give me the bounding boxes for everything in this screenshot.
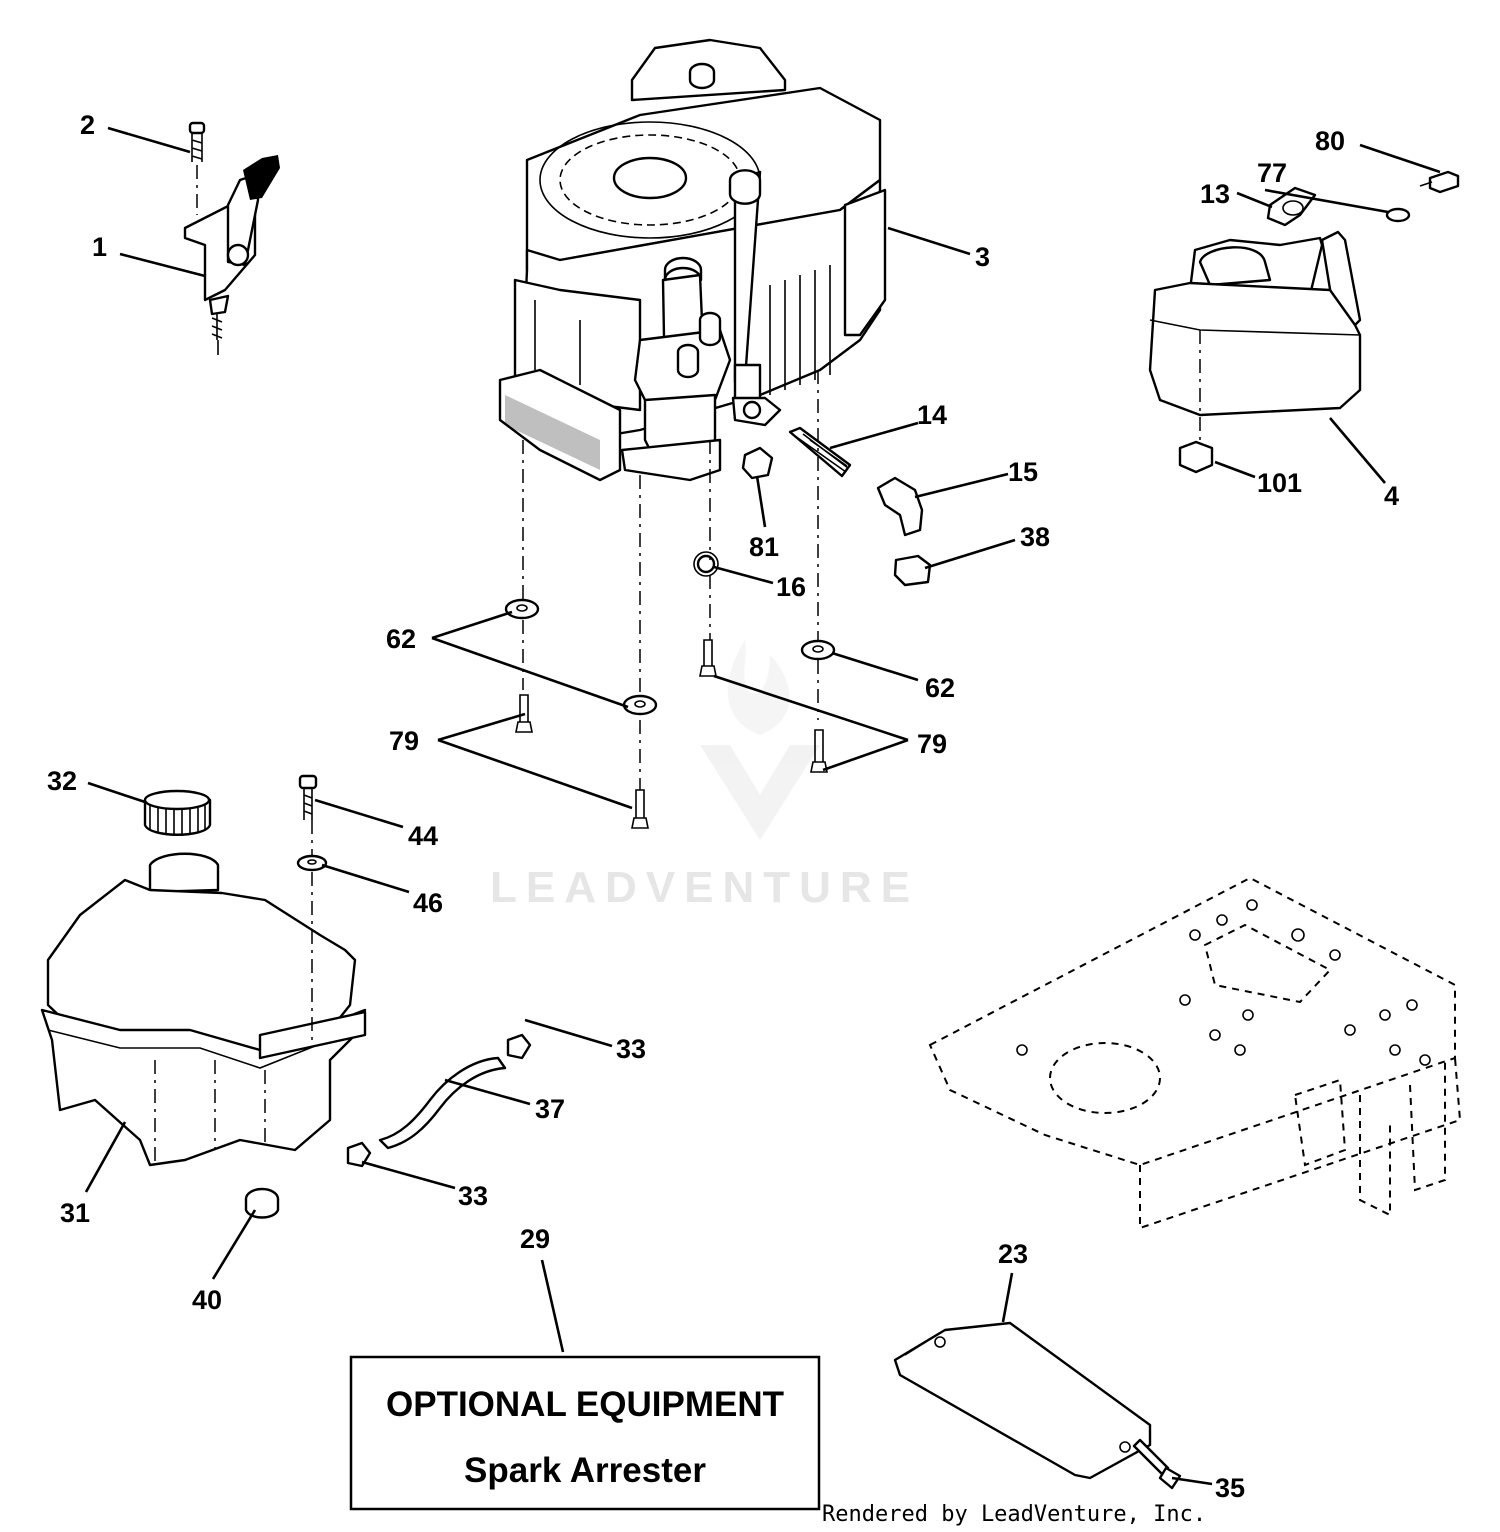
- callout-62-right: 62: [925, 673, 955, 703]
- optional-equipment-title: OPTIONAL EQUIPMENT: [386, 1385, 784, 1424]
- leader-lines: [84, 126, 1441, 1486]
- engine-illustration: [498, 38, 887, 482]
- callout-33-top: 33: [616, 1034, 646, 1064]
- muffler-illustration: [1148, 170, 1460, 474]
- callout-4: 4: [1384, 481, 1399, 511]
- callout-77: 77: [1257, 158, 1287, 188]
- callout-1: 1: [92, 232, 107, 262]
- callout-33-bottom: 33: [458, 1181, 488, 1211]
- callout-labels: 1 2 3 4 13 14 15 16 23 29 31 32 33 33 35…: [47, 110, 1399, 1503]
- callout-23: 23: [998, 1239, 1028, 1269]
- callout-81: 81: [749, 532, 779, 562]
- callout-101: 101: [1257, 468, 1302, 498]
- callout-38: 38: [1020, 522, 1050, 552]
- fuel-line-illustration: [346, 1033, 532, 1168]
- render-credit: Rendered by LeadVenture, Inc.: [822, 1502, 1207, 1527]
- callout-46: 46: [413, 888, 443, 918]
- callout-79-left: 79: [389, 726, 419, 756]
- callout-15: 15: [1008, 457, 1038, 487]
- callout-79-right: 79: [917, 729, 947, 759]
- throttle-control-illustration: [183, 121, 280, 355]
- callout-40: 40: [192, 1285, 222, 1315]
- frame-illustration: [928, 876, 1462, 1230]
- callout-35: 35: [1215, 1473, 1245, 1503]
- callout-44: 44: [408, 821, 438, 851]
- callout-37: 37: [535, 1094, 565, 1124]
- watermark-text: LEADVENTURE: [490, 863, 919, 912]
- callout-32: 32: [47, 766, 77, 796]
- fuel-fitting-illustration: [693, 426, 932, 587]
- callout-2: 2: [80, 110, 95, 140]
- callout-29: 29: [520, 1224, 550, 1254]
- spark-arrester-illustration: [893, 1321, 1182, 1490]
- optional-equipment-box: [349, 1355, 821, 1511]
- callout-80: 80: [1315, 126, 1345, 156]
- fuel-tank-illustration: [40, 774, 367, 1219]
- callout-13: 13: [1200, 179, 1230, 209]
- callout-62-left: 62: [386, 624, 416, 654]
- callout-3: 3: [975, 242, 990, 272]
- watermark-logo: [700, 640, 820, 840]
- callout-16: 16: [776, 572, 806, 602]
- callout-31: 31: [60, 1198, 90, 1228]
- spark-arrester-title: Spark Arrester: [464, 1451, 706, 1490]
- callout-14: 14: [917, 400, 947, 430]
